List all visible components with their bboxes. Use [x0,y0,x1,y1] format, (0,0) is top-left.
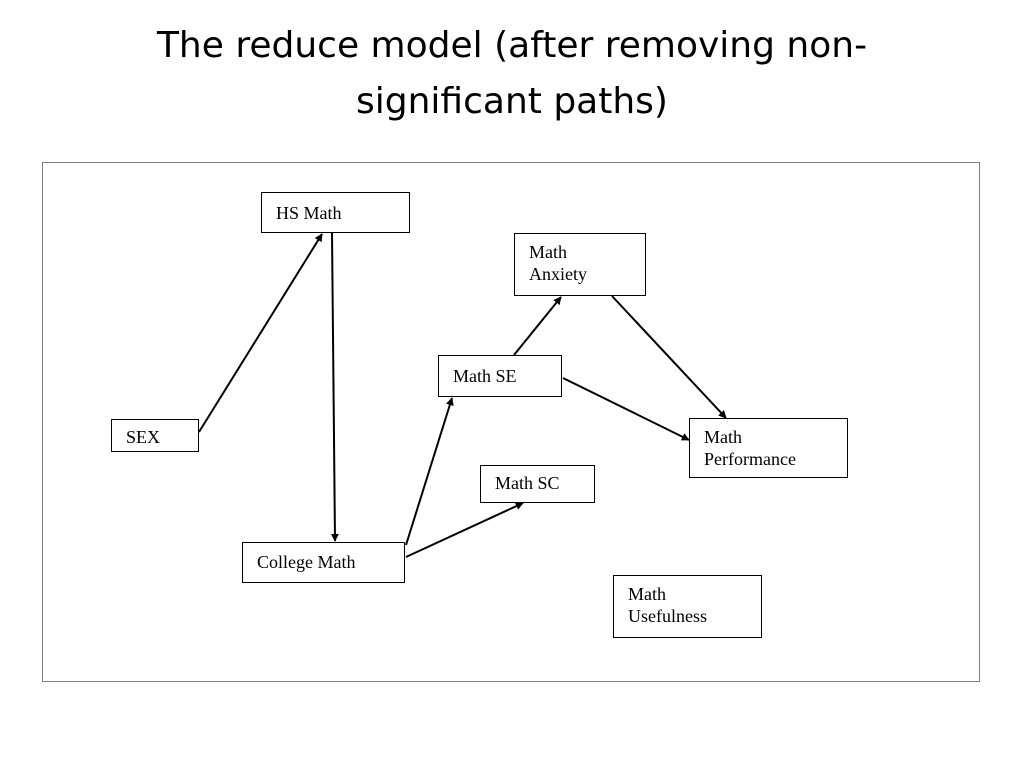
node-college-math-label: College Math [257,552,356,572]
slide-title-line-2: significant paths) [356,81,668,122]
node-math-se: Math SE [438,355,562,397]
slide-title: The reduce model (after removing non- si… [0,18,1024,130]
node-math-usefulness-label-1: Math [628,584,666,604]
node-hs-math-label: HS Math [276,203,342,223]
arrow-math-se-to-math-anxiety [513,296,562,356]
arrow-math-anxiety-to-math-performance [611,295,727,419]
arrow-math-se-to-math-performance [562,377,690,441]
node-math-performance-label-1: Math [704,427,742,447]
node-math-performance: Math Performance [689,418,848,478]
node-math-usefulness: Math Usefulness [613,575,762,638]
node-sex-label: SEX [126,427,161,447]
arrow-hs-math-to-college-math [330,232,339,542]
node-math-sc: Math SC [480,465,595,503]
slide-title-line-1: The reduce model (after removing non- [156,25,868,66]
arrow-sex-to-hs-math [198,233,323,433]
node-math-performance-label-2: Performance [704,449,796,469]
node-math-anxiety-label-2: Anxiety [529,264,587,284]
node-math-usefulness-label-2: Usefulness [628,606,707,626]
node-math-se-label: Math SE [453,366,517,386]
arrow-college-math-to-math-se [405,397,454,546]
node-hs-math: HS Math [261,192,410,233]
diagram-frame [42,162,980,682]
arrow-college-math-to-math-sc [405,502,524,558]
node-sex: SEX [111,419,199,452]
node-college-math: College Math [242,542,405,583]
node-math-sc-label: Math SC [495,473,560,493]
node-math-anxiety: Math Anxiety [514,233,646,296]
node-math-anxiety-label-1: Math [529,242,567,262]
